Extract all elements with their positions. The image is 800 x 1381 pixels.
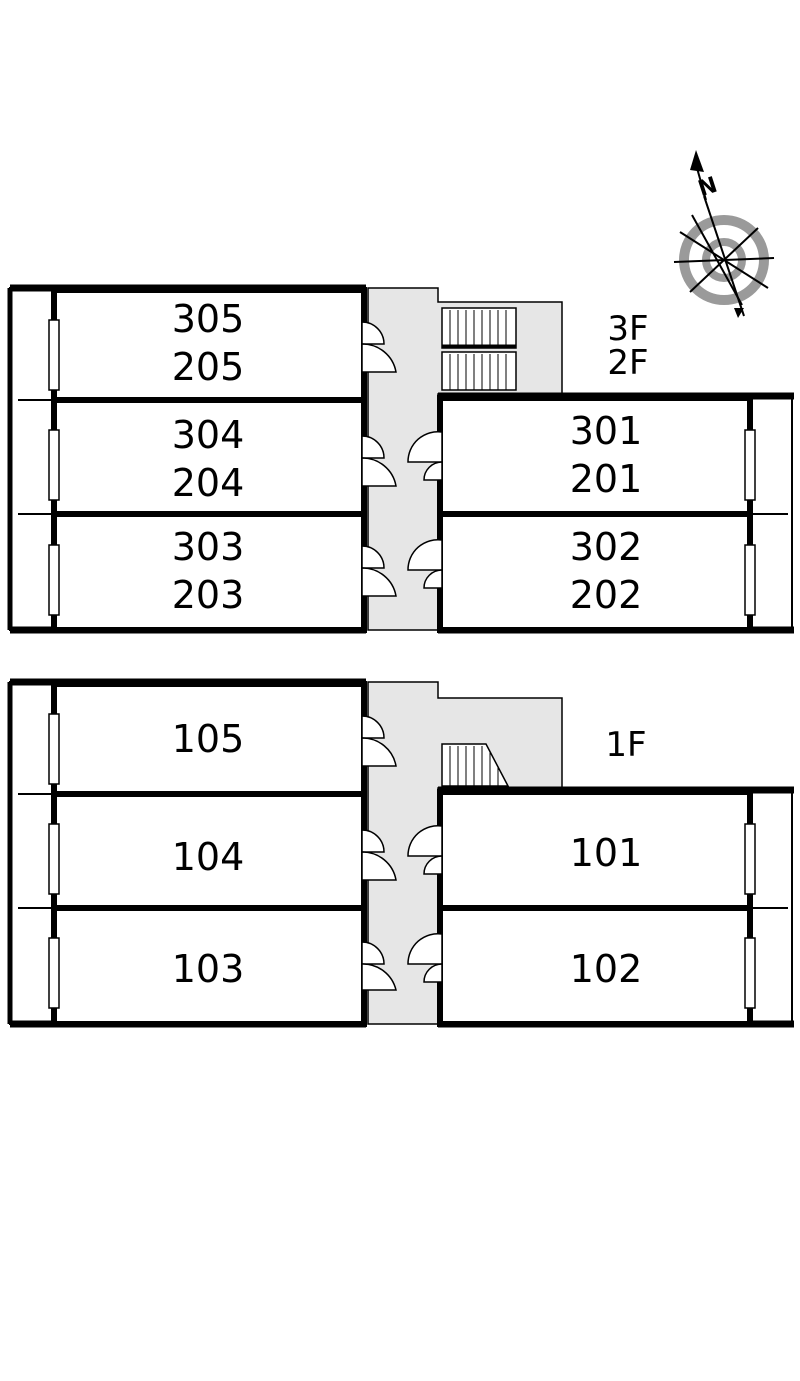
door-icon: [407, 824, 443, 983]
room-number-202: 202: [570, 573, 643, 617]
room-number-204: 204: [172, 461, 245, 505]
room-number-304: 304: [172, 413, 245, 457]
room-103: 103: [51, 905, 367, 1027]
room-number-301: 301: [570, 409, 643, 453]
ground-floor-plan: 105 104 103 101 102: [7, 678, 794, 1028]
door-icon: [361, 321, 397, 597]
room-number-104: 104: [172, 835, 245, 879]
window-icon: [48, 713, 60, 1009]
window-icon: [744, 823, 756, 1009]
door-icon: [407, 430, 443, 589]
room-number-103: 103: [172, 947, 245, 991]
room-101: 101: [437, 789, 753, 911]
room-104: 104: [51, 791, 367, 911]
room-105: 105: [51, 681, 367, 797]
room-number-102: 102: [570, 947, 643, 991]
room-number-203: 203: [172, 573, 245, 617]
room-number-302: 302: [570, 525, 643, 569]
staircase-icon: [441, 307, 517, 391]
room-301-201: 301 201: [437, 395, 753, 517]
upper-floor-plan: 305 205 304 204 303 203: [7, 284, 794, 634]
room-304-204: 304 204: [51, 397, 367, 517]
floor-label-3f: 3F: [607, 309, 648, 349]
room-303-203: 303 203: [51, 511, 367, 633]
window-icon: [48, 319, 60, 616]
room-number-303: 303: [172, 525, 245, 569]
door-icon: [361, 715, 397, 991]
window-icon: [744, 429, 756, 616]
room-305-205: 305 205: [51, 287, 367, 403]
compass-icon: N: [673, 150, 775, 318]
staircase-icon: [441, 743, 510, 787]
room-number-305: 305: [172, 297, 245, 341]
room-102: 102: [437, 905, 753, 1027]
room-302-202: 302 202: [437, 511, 753, 633]
room-number-201: 201: [570, 457, 643, 501]
floor-label-2f: 2F: [607, 343, 648, 383]
room-number-105: 105: [172, 717, 245, 761]
floor-label-1f: 1F: [605, 725, 646, 765]
room-number-101: 101: [570, 831, 643, 875]
compass-north-label: N: [695, 173, 720, 202]
room-number-205: 205: [172, 345, 245, 389]
